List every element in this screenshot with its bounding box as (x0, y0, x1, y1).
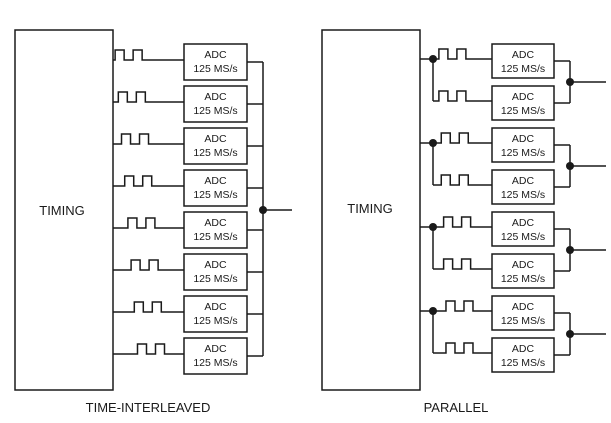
caption-time-interleaved: TIME-INTERLEAVED (86, 400, 211, 415)
adc-block: ADC 125 MS/s (491, 211, 555, 247)
adc-rate-label: 125 MS/s (193, 147, 237, 159)
timing-label-left: TIMING (39, 203, 85, 218)
clock-waveform (433, 132, 492, 144)
adc-rate-label: 125 MS/s (501, 63, 545, 75)
adc-rate-label: 125 MS/s (193, 357, 237, 369)
adc-label: ADC (204, 259, 227, 271)
adc-label: ADC (512, 301, 535, 313)
clock-waveform (433, 300, 492, 312)
timing-label-right: TIMING (347, 201, 393, 216)
adc-label: ADC (512, 49, 535, 61)
adc-block: ADC 125 MS/s (183, 295, 248, 333)
adc-block: ADC 125 MS/s (491, 127, 555, 163)
adc-label: ADC (512, 91, 535, 103)
adc-label: ADC (512, 175, 535, 187)
adc-label: ADC (512, 133, 535, 145)
adc-block: ADC 125 MS/s (491, 43, 555, 79)
adc-rate-label: 125 MS/s (193, 315, 237, 327)
adc-label: ADC (204, 91, 227, 103)
adc-box (183, 169, 248, 207)
clock-waveform (113, 301, 184, 313)
adc-box (183, 85, 248, 123)
clock-waveform (433, 342, 492, 354)
adc-rate-label: 125 MS/s (193, 105, 237, 117)
clock-waveform (433, 174, 492, 186)
adc-box (183, 211, 248, 249)
adc-box (183, 295, 248, 333)
adc-box (183, 253, 248, 291)
adc-block: ADC 125 MS/s (491, 253, 555, 289)
adc-rate-label: 125 MS/s (193, 273, 237, 285)
caption-parallel: PARALLEL (424, 400, 489, 415)
clock-waveform (113, 343, 184, 355)
adc-block: ADC 125 MS/s (183, 43, 248, 81)
clock-waveform (113, 217, 184, 229)
clock-waveform (433, 48, 492, 60)
adc-block: ADC 125 MS/s (183, 169, 248, 207)
adc-box (491, 169, 555, 205)
adc-block: ADC 125 MS/s (183, 127, 248, 165)
adc-block: ADC 125 MS/s (183, 337, 248, 375)
clock-waveform (113, 133, 184, 145)
clock-waveform (113, 259, 184, 271)
adc-rate-label: 125 MS/s (501, 189, 545, 201)
adc-rate-label: 125 MS/s (193, 231, 237, 243)
timing-block-left (14, 29, 114, 391)
adc-box (183, 337, 248, 375)
adc-rate-label: 125 MS/s (501, 357, 545, 369)
clock-waveform (113, 49, 184, 61)
timing-block-right (321, 29, 421, 391)
adc-label: ADC (204, 133, 227, 145)
adc-block: ADC 125 MS/s (491, 295, 555, 331)
clock-waveform (433, 90, 492, 102)
adc-label: ADC (204, 343, 227, 355)
clock-waveform (433, 216, 492, 228)
adc-box (491, 127, 555, 163)
adc-label: ADC (204, 175, 227, 187)
adc-block: ADC 125 MS/s (491, 169, 555, 205)
adc-block: ADC 125 MS/s (183, 85, 248, 123)
adc-rate-label: 125 MS/s (501, 273, 545, 285)
adc-block: ADC 125 MS/s (491, 337, 555, 373)
clock-waveform (113, 91, 184, 103)
adc-label: ADC (204, 301, 227, 313)
adc-box (491, 295, 555, 331)
adc-box (491, 43, 555, 79)
adc-block: ADC 125 MS/s (183, 211, 248, 249)
adc-box (183, 43, 248, 81)
adc-rate-label: 125 MS/s (193, 63, 237, 75)
adc-label: ADC (512, 343, 535, 355)
adc-label: ADC (512, 217, 535, 229)
adc-box (491, 253, 555, 289)
adc-rate-label: 125 MS/s (501, 315, 545, 327)
adc-rate-label: 125 MS/s (501, 105, 545, 117)
adc-box (491, 211, 555, 247)
clock-waveform (433, 258, 492, 270)
adc-block: ADC 125 MS/s (491, 85, 555, 121)
adc-block: ADC 125 MS/s (183, 253, 248, 291)
left-output-junction (259, 206, 267, 214)
clock-waveform (113, 175, 184, 187)
adc-box (491, 337, 555, 373)
adc-label: ADC (512, 259, 535, 271)
adc-label: ADC (204, 49, 227, 61)
adc-box (183, 127, 248, 165)
adc-rate-label: 125 MS/s (193, 189, 237, 201)
adc-rate-label: 125 MS/s (501, 147, 545, 159)
adc-label: ADC (204, 217, 227, 229)
adc-rate-label: 125 MS/s (501, 231, 545, 243)
